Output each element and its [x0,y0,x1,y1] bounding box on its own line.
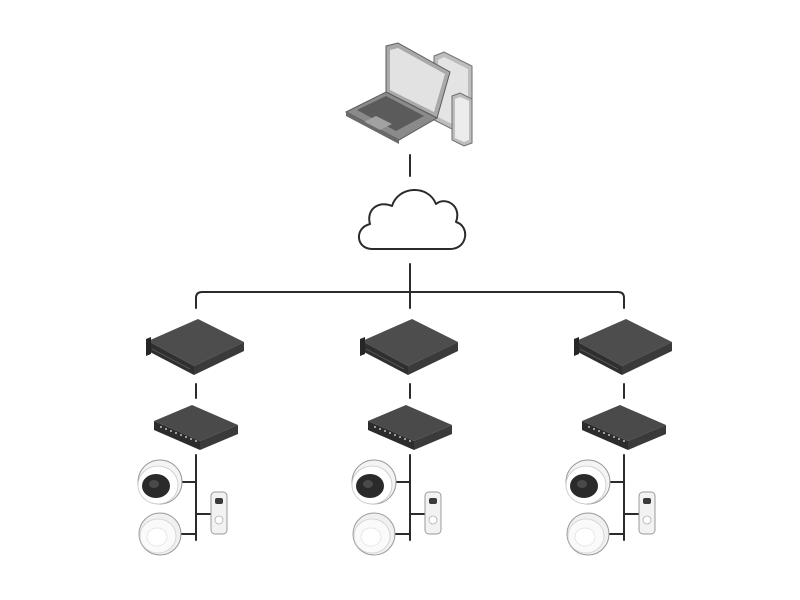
site-3 [565,318,673,556]
nvr-recorder-icon [359,318,459,376]
doorbell-icon [424,491,442,535]
ceiling-sensor-icon [352,512,396,556]
cloud-icon [358,189,466,250]
poe-switch-icon [368,405,452,450]
phone-icon [451,92,473,147]
laptop-icon [344,42,451,144]
nvr-recorder-icon [573,318,673,376]
dome-camera-icon [351,459,397,505]
doorbell-icon [210,491,228,535]
ceiling-sensor-icon [138,512,182,556]
site-1 [137,318,245,556]
laptop-tablet-phone-icon [344,42,473,147]
poe-switch-icon [154,405,238,450]
nvr-recorder-icon [145,318,245,376]
link-bus [195,291,625,309]
dome-camera-icon [137,459,183,505]
ceiling-sensor-icon [566,512,610,556]
dome-camera-icon [565,459,611,505]
doorbell-icon [638,491,656,535]
site-2 [351,318,459,556]
poe-switch-icon [582,405,666,450]
